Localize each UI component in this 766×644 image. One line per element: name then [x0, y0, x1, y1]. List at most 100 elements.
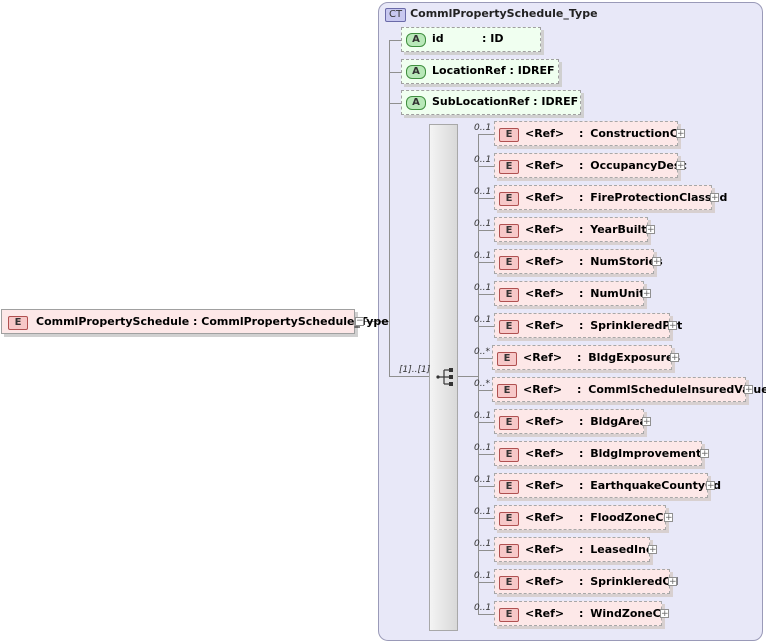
element-ref: <Ref>	[525, 319, 565, 332]
sequence-icon	[436, 368, 453, 386]
element-name: OccupancyDesc	[590, 159, 687, 172]
element-badge: E	[499, 224, 519, 238]
element-name: WindZoneCd	[590, 607, 669, 620]
element-cardinality: 0..1	[474, 315, 492, 325]
element-sep: :	[579, 447, 584, 460]
element-sep: :	[579, 479, 584, 492]
element-cardinality: 0..1	[474, 571, 492, 581]
element-sep: :	[579, 287, 584, 300]
element-sep: :	[579, 159, 584, 172]
attr-connector-locationref	[389, 72, 401, 73]
element-ref: <Ref>	[525, 607, 565, 620]
element-ref: <Ref>	[523, 383, 563, 396]
element-sep: :	[579, 511, 584, 524]
element-ref: <Ref>	[525, 255, 565, 268]
sequence-branch-line	[478, 134, 479, 615]
element-sprinkleredpct[interactable]: E<Ref>: SprinkleredPct	[494, 313, 682, 338]
expand-icon[interactable]: +	[710, 193, 719, 203]
attribute-type: ID	[490, 32, 504, 45]
trunk-line	[389, 40, 390, 376]
element-numunits[interactable]: E<Ref>: NumUnits	[494, 281, 651, 306]
expand-icon[interactable]: +	[642, 289, 651, 299]
element-badge: E	[499, 512, 519, 526]
collapse-icon[interactable]: −	[355, 316, 364, 326]
element-badge: E	[499, 576, 519, 590]
expand-icon[interactable]: +	[646, 225, 655, 235]
element-yearbuilt[interactable]: E<Ref>: YearBuilt	[494, 217, 648, 242]
element-leasedind[interactable]: E<Ref>: LeasedInd	[494, 537, 654, 562]
expand-icon[interactable]: +	[664, 513, 673, 523]
sequence-connector	[389, 376, 429, 377]
expand-icon[interactable]: +	[676, 161, 685, 171]
element-cardinality: 0..1	[474, 251, 492, 261]
attr-connector-id	[389, 40, 401, 41]
element-numstories[interactable]: E<Ref>: NumStories	[494, 249, 663, 274]
element-name: BldgArea	[590, 415, 647, 428]
element-floodzonecd[interactable]: E<Ref>: FloodZoneCd	[494, 505, 671, 530]
element-badge: E	[499, 544, 519, 558]
element-ref: <Ref>	[525, 127, 565, 140]
element-name: BldgExposures	[588, 351, 681, 364]
root-element[interactable]: E CommlPropertySchedule : CommlPropertySc…	[1, 309, 389, 334]
element-badge: E	[499, 448, 519, 462]
element-fireprotectionclasscd[interactable]: E<Ref>: FireProtectionClassCd	[494, 185, 727, 210]
element-badge: E	[499, 128, 519, 142]
element-sprinkleredcd[interactable]: E<Ref>: SprinkleredCd	[494, 569, 678, 594]
element-sep: :	[579, 255, 584, 268]
expand-icon[interactable]: +	[648, 545, 657, 555]
element-constructioncd[interactable]: E<Ref>: ConstructionCd	[494, 121, 686, 146]
element-connector	[478, 550, 494, 551]
element-occupancydesc[interactable]: E<Ref>: OccupancyDesc	[494, 153, 687, 178]
element-ref: <Ref>	[525, 511, 565, 524]
element-name: CommlScheduleInsuredValue	[588, 383, 766, 396]
expand-icon[interactable]: +	[700, 449, 709, 459]
root-element-label: CommlPropertySchedule : CommlPropertySch…	[36, 315, 389, 328]
expand-icon[interactable]: +	[660, 609, 669, 619]
element-badge: E	[8, 316, 28, 330]
attribute-badge: A	[406, 65, 426, 79]
attribute-sep: :	[509, 64, 514, 77]
attribute-sep: :	[482, 32, 487, 45]
expand-icon[interactable]: +	[706, 481, 715, 491]
element-sep: :	[579, 415, 584, 428]
element-ref: <Ref>	[523, 351, 563, 364]
element-connector	[478, 326, 494, 327]
element-bldgimprovements[interactable]: E<Ref>: BldgImprovements	[494, 441, 708, 466]
element-name: LeasedInd	[590, 543, 654, 556]
element-name: ConstructionCd	[590, 127, 686, 140]
element-connector	[478, 166, 494, 167]
element-sep: :	[579, 191, 584, 204]
expand-icon[interactable]: +	[642, 417, 651, 427]
expand-icon[interactable]: +	[676, 129, 685, 139]
expand-icon[interactable]: +	[668, 577, 677, 587]
expand-icon[interactable]: +	[652, 257, 661, 267]
element-bldgexposures[interactable]: E<Ref>: BldgExposures	[492, 345, 680, 370]
element-badge: E	[499, 160, 519, 174]
element-name: YearBuilt	[590, 223, 647, 236]
element-ref: <Ref>	[525, 575, 565, 588]
element-ref: <Ref>	[525, 415, 565, 428]
element-cardinality: 0..1	[474, 187, 492, 197]
element-windzonecd[interactable]: E<Ref>: WindZoneCd	[494, 601, 669, 626]
element-cardinality: 0..1	[474, 123, 492, 133]
element-ref: <Ref>	[525, 447, 565, 460]
expand-icon[interactable]: +	[668, 321, 677, 331]
attribute-name: id	[432, 32, 444, 45]
element-connector	[478, 422, 494, 423]
attribute-type: IDREF	[541, 95, 579, 108]
expand-icon[interactable]: +	[670, 353, 679, 363]
element-cardinality: 0..1	[474, 219, 492, 229]
expand-icon[interactable]: +	[744, 385, 753, 395]
element-cardinality: 0..1	[474, 411, 492, 421]
attribute-badge: A	[406, 33, 426, 47]
element-name: NumStories	[590, 255, 663, 268]
element-earthquakecountycd[interactable]: E<Ref>: EarthquakeCountyCd	[494, 473, 721, 498]
element-connector	[478, 454, 494, 455]
element-commlscheduleinsuredvalue[interactable]: E<Ref>: CommlScheduleInsuredValue	[492, 377, 766, 402]
element-sep: :	[579, 575, 584, 588]
element-badge: E	[499, 320, 519, 334]
element-bldgarea[interactable]: E<Ref>: BldgArea	[494, 409, 647, 434]
